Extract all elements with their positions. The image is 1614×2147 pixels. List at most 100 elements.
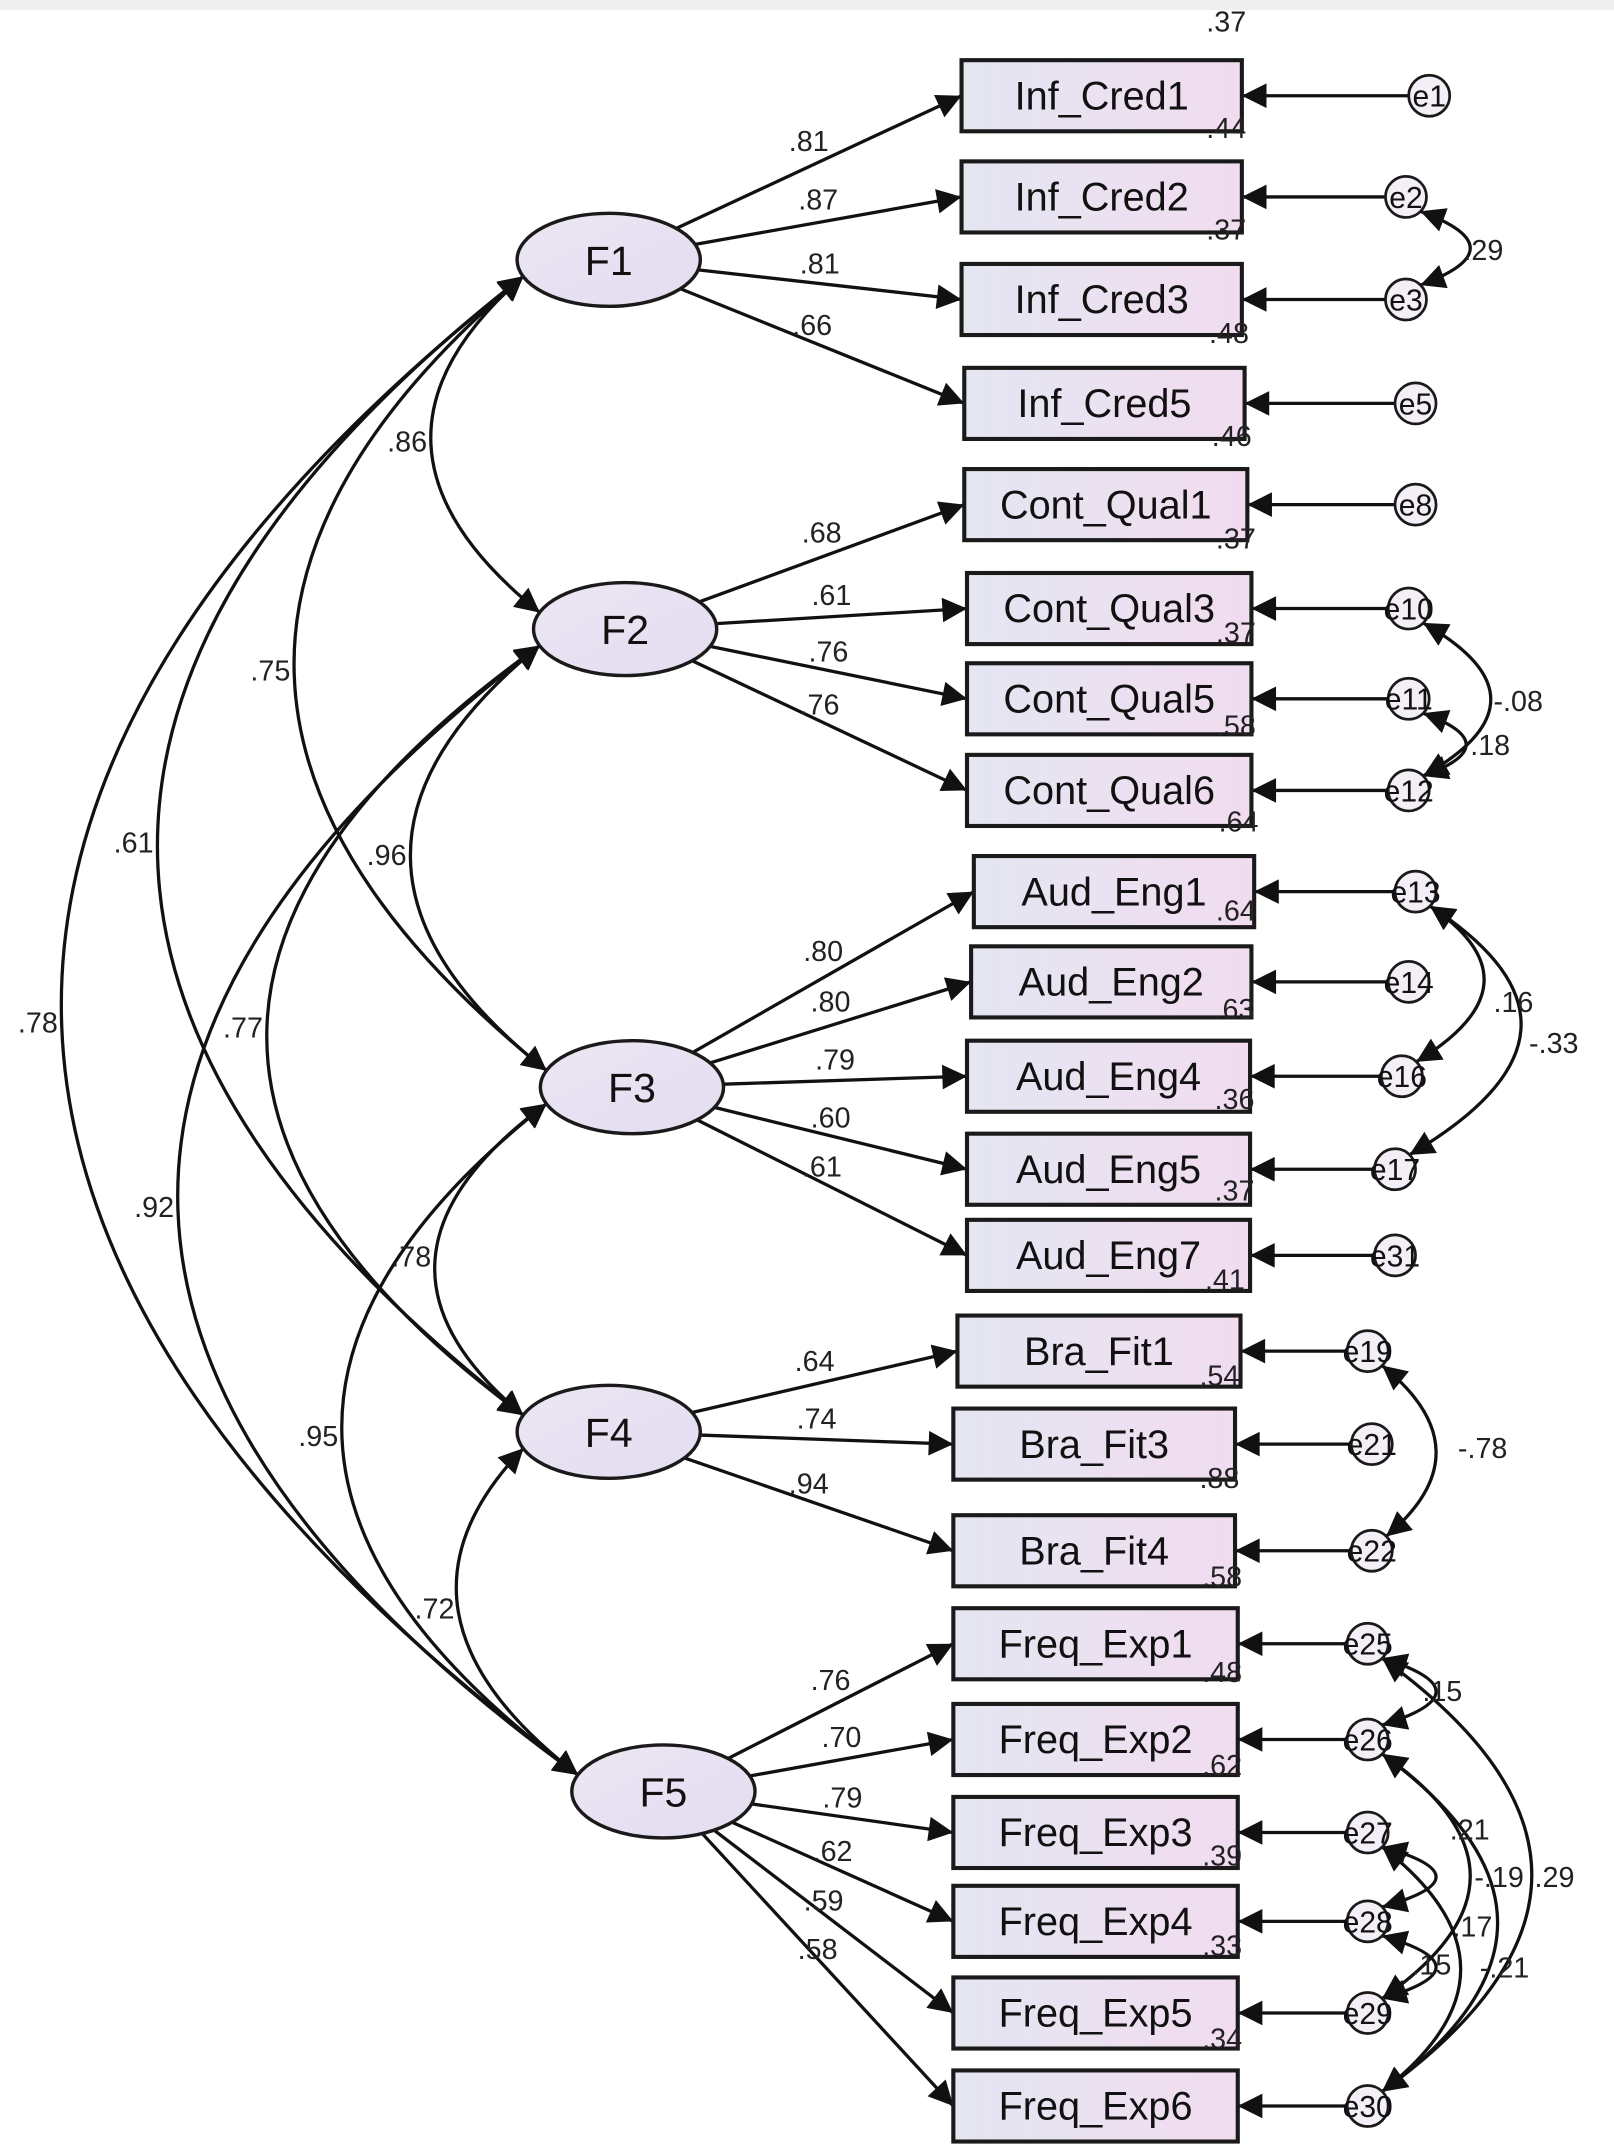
observed-variable-box: [959, 58, 1244, 134]
error-term-circle: [1345, 1991, 1390, 2035]
observed-variable-label: Freq_Exp1: [999, 1622, 1193, 1666]
observed-variable-label: Freq_Exp4: [999, 1900, 1193, 1944]
factor-covariance-arc: [156, 274, 525, 1417]
observed-variable-label: Aud_Eng1: [1021, 870, 1206, 914]
latent-factor-label: F4: [585, 1410, 633, 1456]
observed-variable-box: [969, 944, 1254, 1020]
error-covariance-label: -.19: [1474, 1862, 1523, 1894]
error-term-circle: [1345, 1621, 1390, 1666]
latent-factor-label: F2: [601, 607, 649, 653]
error-covariance-label: .29: [1463, 235, 1503, 267]
error-covariance-arc: [1381, 1656, 1534, 2093]
error-covariance-label: .15: [1422, 1676, 1462, 1708]
observed-variable-label: Bra_Fit3: [1019, 1423, 1169, 1467]
error-term-label: e27: [1343, 1817, 1393, 1850]
loading-label: .61: [802, 1152, 842, 1184]
error-covariance-label: .16: [1493, 987, 1533, 1019]
r-squared-label: .37: [1216, 618, 1256, 650]
observed-variable-label: Bra_Fit1: [1024, 1330, 1174, 1374]
error-term-circle: [1386, 676, 1431, 721]
error-covariance-label: -.08: [1493, 686, 1542, 718]
r-squared-label: .62: [1202, 1750, 1242, 1782]
error-term-label: e12: [1384, 775, 1434, 808]
r-squared-label: .58: [1202, 1561, 1242, 1593]
loading-label: .66: [792, 310, 832, 342]
error-term-label: e5: [1399, 388, 1432, 421]
loading-path-arrow: [696, 1118, 968, 1257]
error-term-label: e2: [1389, 182, 1422, 215]
latent-factor-ellipse: [515, 211, 703, 309]
latent-factor-ellipse: [531, 580, 719, 678]
loading-path-arrow: [709, 644, 968, 706]
loading-label: .74: [797, 1404, 837, 1436]
error-term-circle: [1345, 1717, 1390, 1762]
latent-factor-ellipse: [538, 1038, 726, 1136]
observed-variable-label: Bra_Fit4: [1019, 1529, 1169, 1573]
error-term-label: e13: [1390, 877, 1440, 910]
loading-label: .70: [821, 1722, 861, 1754]
factor-correlation-label: .75: [250, 655, 290, 687]
error-term-label: e30: [1343, 2091, 1393, 2124]
observed-variable-label: Cont_Qual5: [1003, 677, 1215, 721]
observed-variable-label: Freq_Exp3: [999, 1811, 1193, 1855]
loading-label: .61: [811, 580, 851, 612]
r-squared-label: .33: [1202, 1931, 1242, 1963]
loading-path-arrow: [683, 1456, 954, 1555]
latent-factor-label: F5: [639, 1769, 687, 1815]
error-covariance-label: -.33: [1529, 1028, 1578, 1060]
error-term-label: e14: [1384, 967, 1434, 1000]
latent-factor-ellipse: [515, 1383, 703, 1480]
observed-variable-label: Aud_Eng2: [1019, 961, 1204, 1005]
r-squared-label: .64: [1216, 895, 1256, 927]
observed-variable-box: [971, 854, 1257, 930]
factor-correlation-label: .78: [18, 1007, 58, 1039]
latent-factor-label: F1: [585, 238, 633, 284]
observed-variable-box: [951, 1701, 1240, 1778]
loading-label: .62: [813, 1836, 853, 1868]
observed-variable-label: Freq_Exp2: [999, 1718, 1193, 1762]
loading-label: .81: [800, 249, 840, 281]
error-covariance-arc: [1419, 208, 1472, 289]
observed-variable-box: [962, 467, 1250, 543]
observed-variable-box: [951, 1975, 1240, 2051]
loading-label: .76: [800, 690, 840, 722]
observed-variable-label: Inf_Cred1: [1015, 74, 1189, 118]
error-term-label: e26: [1343, 1724, 1393, 1757]
loading-label: .76: [808, 637, 848, 669]
r-squared-label: .37: [1206, 214, 1246, 246]
loading-path-arrow: [691, 1344, 958, 1415]
error-term-label: e1: [1412, 81, 1445, 114]
error-term-label: e8: [1399, 490, 1432, 523]
observed-variable-label: Cont_Qual1: [1000, 483, 1212, 527]
observed-variable-label: Aud_Eng7: [1016, 1234, 1201, 1278]
r-squared-label: .64: [1219, 806, 1259, 838]
observed-variable-box: [951, 2068, 1240, 2144]
error-term-circle: [1349, 1422, 1394, 1466]
observed-variable-box: [964, 1131, 1253, 1207]
observed-variable-label: Inf_Cred5: [1017, 382, 1191, 426]
error-covariance-arc: [1381, 1752, 1500, 2093]
error-term-label: e22: [1347, 1536, 1397, 1569]
factor-correlation-label: .86: [387, 426, 427, 458]
loading-label: .79: [822, 1782, 862, 1814]
factor-correlation-label: .96: [367, 840, 407, 872]
loading-label: .58: [798, 1934, 838, 1966]
observed-variable-label: Aud_Eng5: [1016, 1148, 1201, 1192]
error-covariance-label: .15: [1411, 1950, 1451, 1982]
loading-label: .59: [804, 1886, 844, 1918]
error-term-circle: [1373, 1233, 1417, 1278]
loading-path-arrow: [709, 977, 972, 1065]
loading-path-arrow: [714, 1105, 968, 1176]
factor-covariance-arc: [340, 1102, 580, 1777]
loading-path-arrow: [716, 597, 968, 626]
observed-variable-box: [951, 1794, 1240, 1871]
error-covariance-arc: [1381, 1841, 1438, 1913]
error-term-label: e11: [1385, 684, 1433, 717]
observed-variable-label: Cont_Qual3: [1003, 587, 1215, 631]
factor-covariance-arc: [408, 644, 548, 1073]
observed-variable-box: [951, 1883, 1240, 1959]
error-covariance-label: .17: [1452, 1911, 1492, 1943]
loading-label: .68: [802, 517, 842, 549]
loading-label: .81: [789, 126, 829, 158]
